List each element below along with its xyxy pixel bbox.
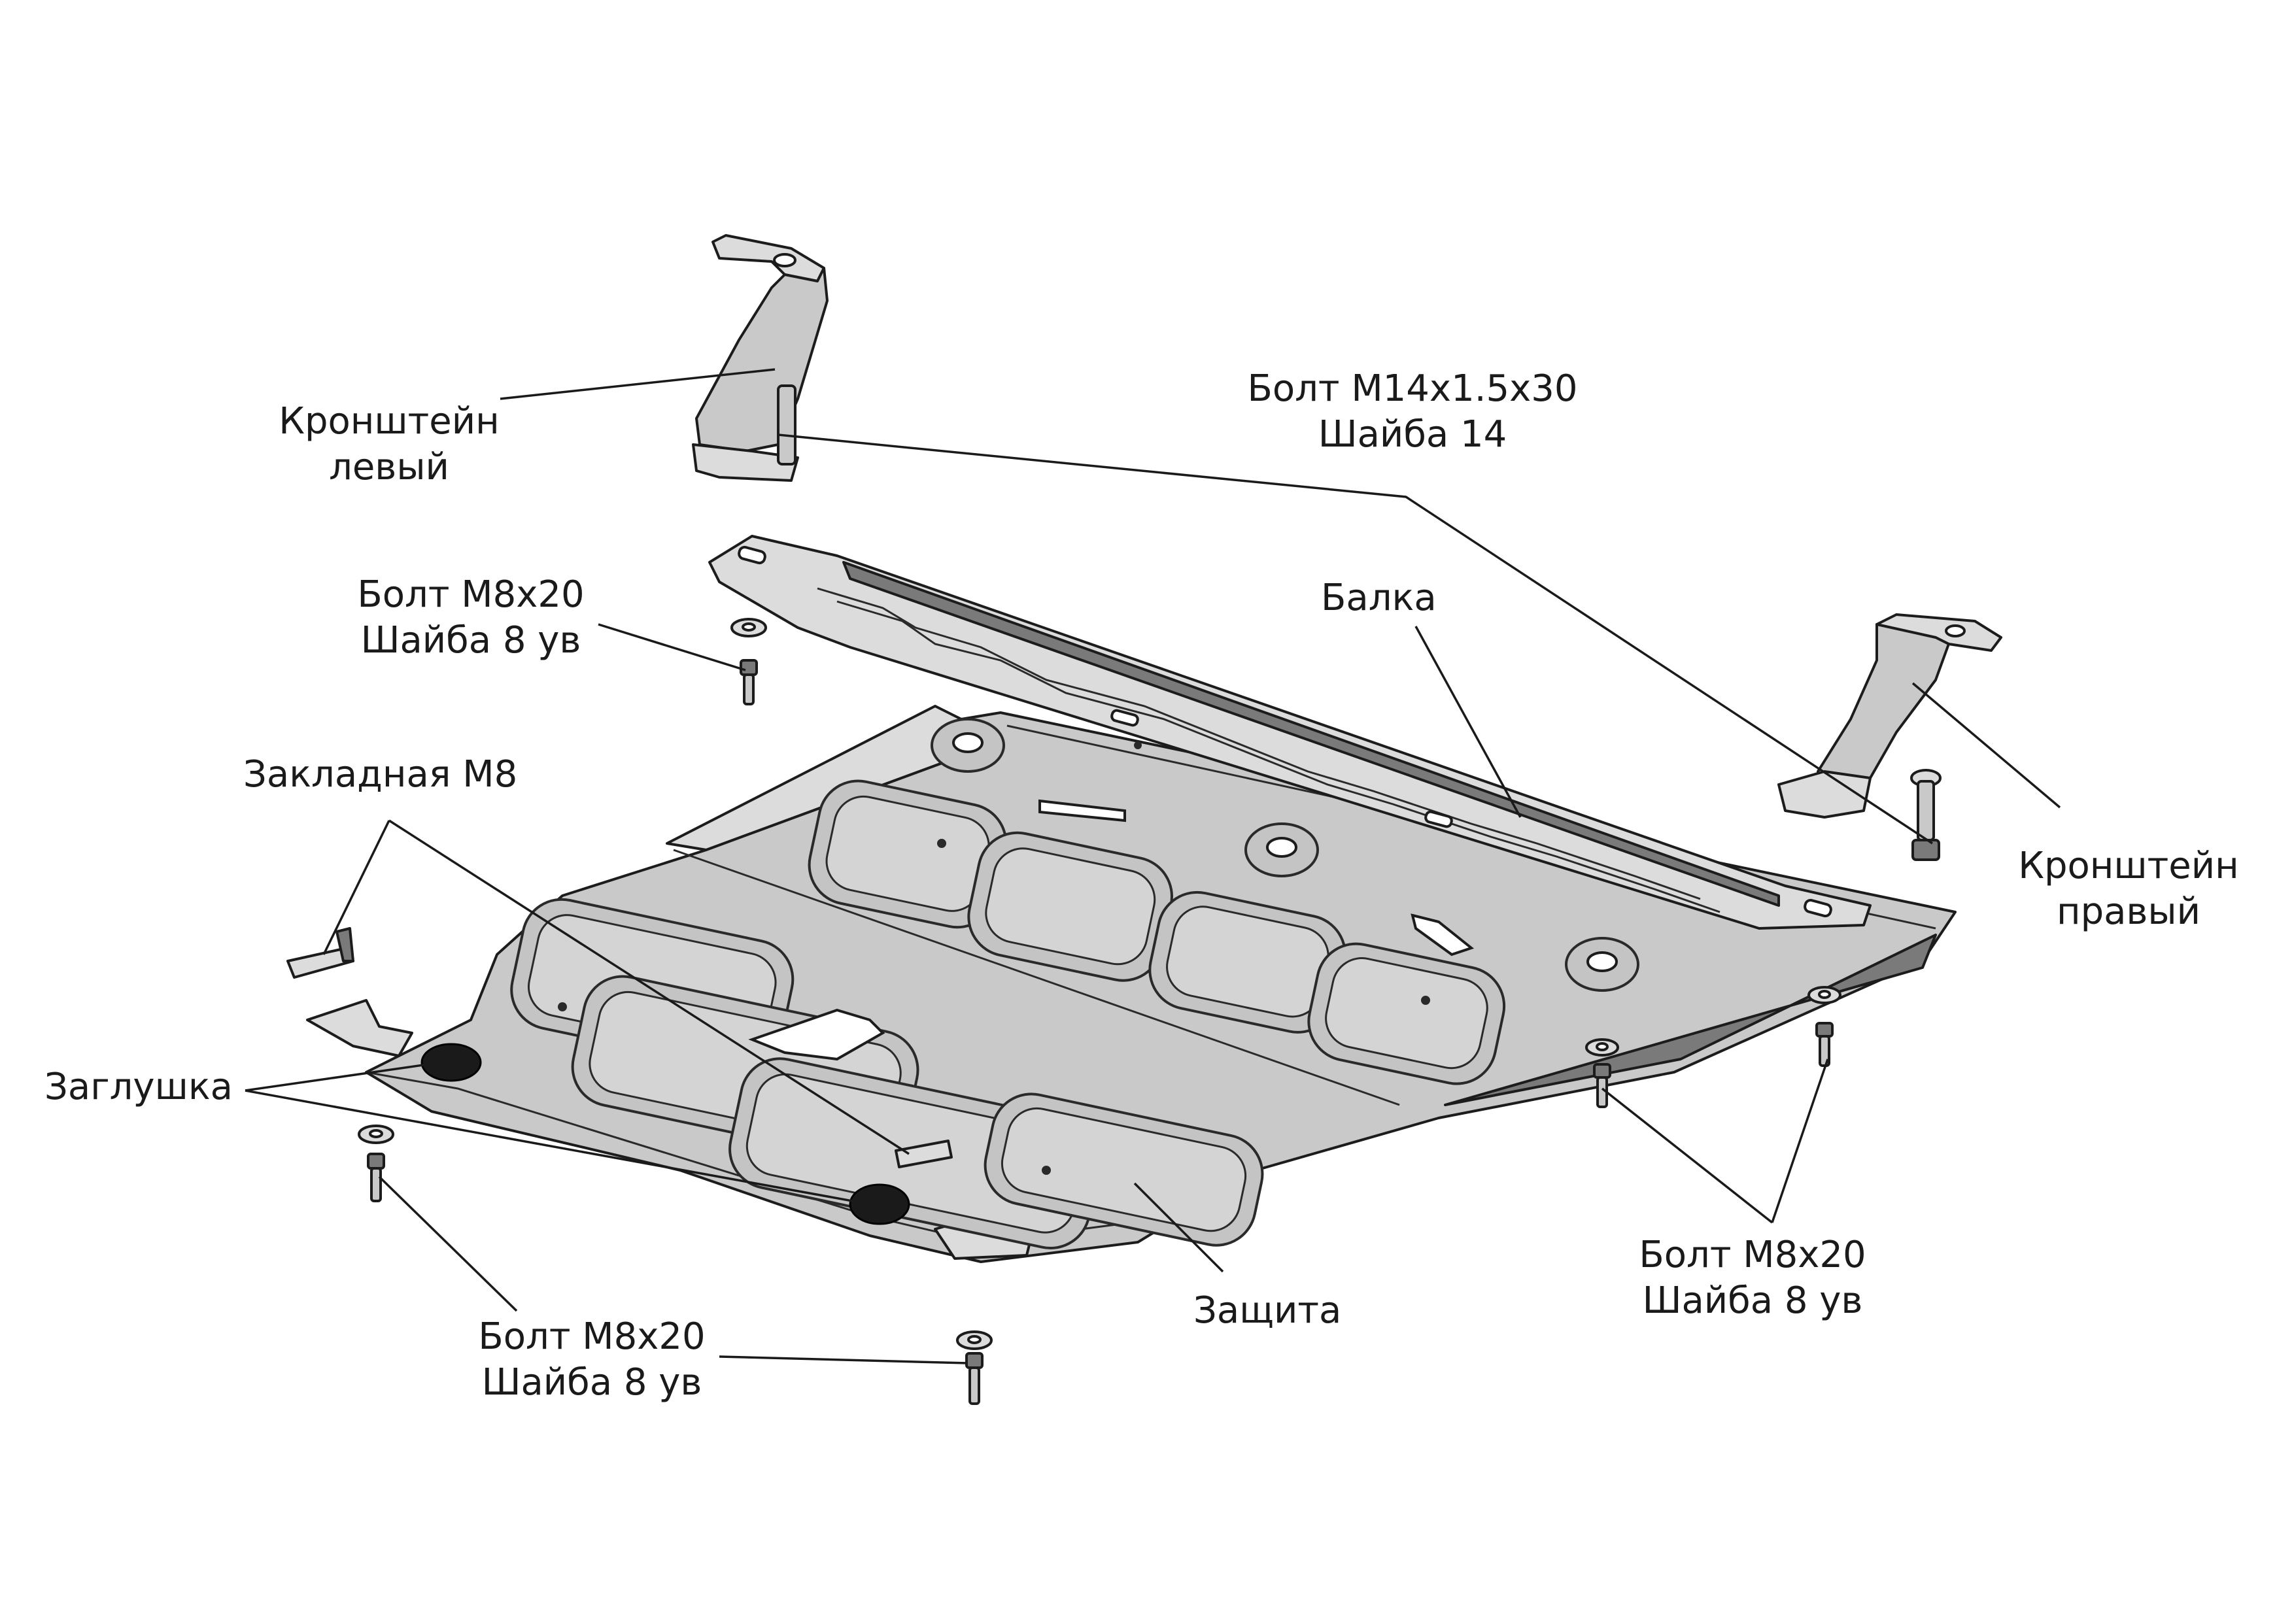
- label-bolt-m14: Болт М14х1.5х30 Шайба 14: [1229, 366, 1596, 458]
- label-bolt-m8-left-line1: Болт М8х20: [357, 573, 585, 616]
- label-bolt-m8-right-line2: Шайба 8 ув: [1642, 1279, 1863, 1322]
- label-beam-text: Балка: [1321, 577, 1437, 619]
- label-shield-text: Защита: [1193, 1289, 1342, 1332]
- bolt-m8-bottom: [956, 1330, 993, 1405]
- label-bracket-left-line2: левый: [329, 446, 449, 488]
- leader-lines: [245, 368, 2061, 1364]
- bracket-left: [692, 234, 829, 482]
- label-bracket-right: Кронштейн правый: [2014, 843, 2243, 935]
- bolt-m8-right-b: [1807, 986, 1841, 1067]
- label-bracket-left-line1: Кронштейн: [279, 400, 500, 443]
- label-bolt-m8-left-line2: Шайба 8 ув: [360, 619, 581, 662]
- label-shield: Защита: [1193, 1288, 1341, 1334]
- label-bolt-m8-right-line1: Болт М8х20: [1639, 1234, 1866, 1276]
- label-insert: Закладная М8: [243, 752, 517, 798]
- insert-m8: [286, 927, 354, 979]
- beam: [708, 535, 1872, 930]
- label-insert-text: Закладная М8: [243, 753, 518, 796]
- label-bolt-m8-bottom-line2: Шайба 8 ув: [481, 1361, 702, 1404]
- bolt-m8-right-a: [1585, 1038, 1619, 1108]
- label-bracket-left: Кронштейн левый: [275, 399, 504, 490]
- bolt-m8-left-top: [730, 618, 767, 705]
- label-plug: Заглушка: [44, 1064, 233, 1110]
- skid-plate: [306, 705, 1957, 1263]
- label-bolt-m8-right: Болт М8х20 Шайба 8 ув: [1628, 1232, 1877, 1324]
- bracket-right: [1777, 613, 2002, 819]
- label-bracket-right-line1: Кронштейн: [2018, 845, 2239, 887]
- label-bracket-right-line2: правый: [2056, 890, 2201, 933]
- label-bolt-m8-bottom-line1: Болт М8х20: [478, 1315, 706, 1358]
- label-beam: Балка: [1321, 575, 1437, 621]
- label-bolt-m14-line2: Шайба 14: [1318, 413, 1507, 456]
- label-bolt-m14-line1: Болт М14х1.5х30: [1247, 367, 1578, 410]
- label-bolt-m8-left: Болт М8х20 Шайба 8 ув: [347, 572, 595, 664]
- bolt-m8-front-left: [358, 1125, 394, 1202]
- plug-left: [420, 1043, 482, 1082]
- label-plug-text: Заглушка: [44, 1066, 233, 1108]
- bolt-m14-right: [1910, 769, 1942, 861]
- label-bolt-m8-bottom: Болт М8х20 Шайба 8 ув: [468, 1314, 716, 1406]
- plug-right: [849, 1183, 910, 1225]
